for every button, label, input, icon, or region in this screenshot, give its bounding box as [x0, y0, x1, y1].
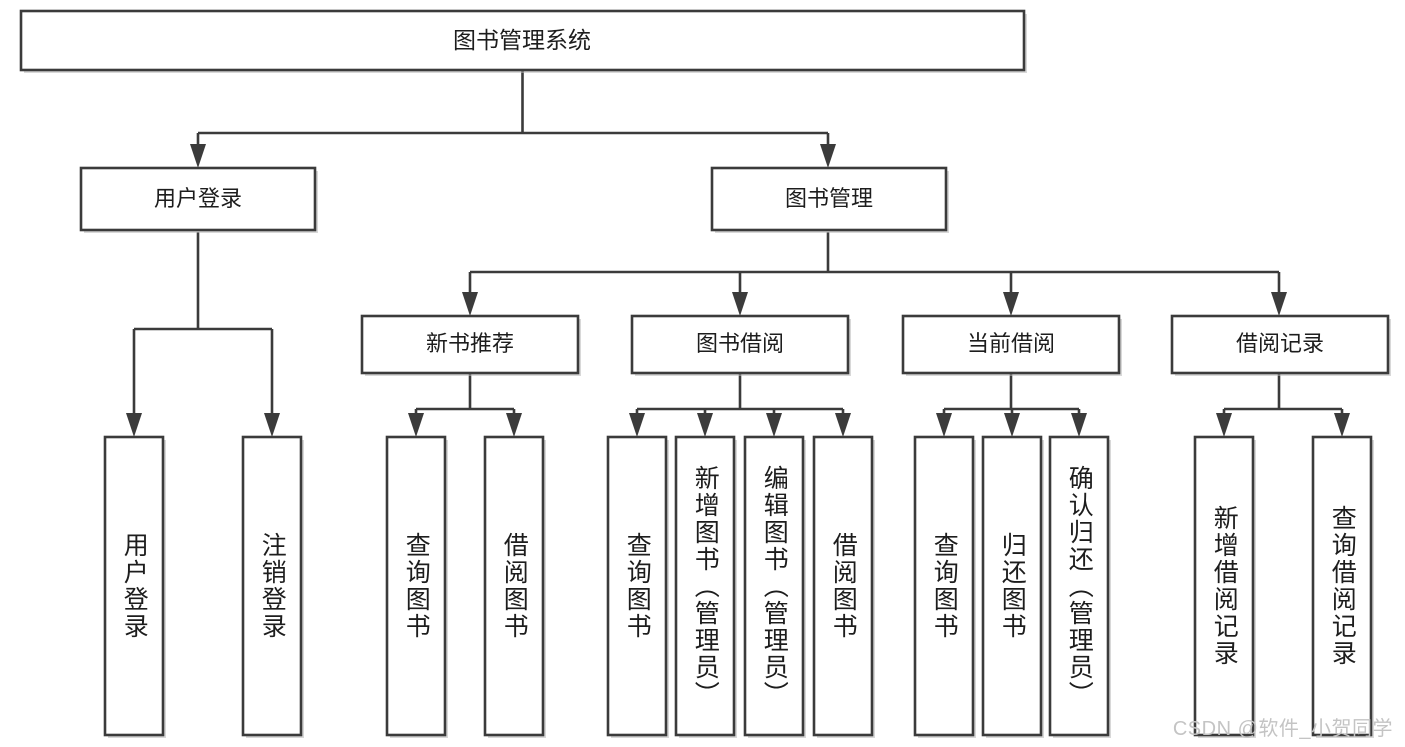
leaf-box-user-login-2[interactable]: [241, 435, 303, 737]
arrow-user-login-leaf-2: [264, 413, 280, 437]
connectors-book-mgmt-to-level3: [462, 232, 1287, 316]
leaf-box-book-borrow-3[interactable]: [743, 435, 805, 737]
leaf-box-current-borrow-1[interactable]: [913, 435, 975, 737]
node-new-book-recommend-label: 新书推荐: [426, 331, 514, 356]
arrow-book-borrow-leaf-4: [835, 413, 851, 437]
arrow-user-login-leaf-1: [126, 413, 142, 437]
node-book-management[interactable]: 图书管理: [710, 166, 949, 233]
node-user-login[interactable]: 用户登录: [79, 166, 318, 233]
leaf-boxes: [103, 435, 1374, 738]
leaf-box-borrow-record-1[interactable]: [1193, 435, 1255, 737]
arrow-current-borrow-leaf-1: [936, 413, 952, 437]
arrow-to-new-book-recommend: [462, 292, 478, 316]
connectors-root-to-level2: [190, 70, 836, 168]
node-user-login-label: 用户登录: [154, 186, 242, 211]
arrow-current-borrow-leaf-3: [1071, 413, 1087, 437]
arrow-book-borrow-leaf-3: [766, 413, 782, 437]
arrow-to-book-borrow: [732, 292, 748, 316]
leaf-box-book-borrow-4[interactable]: [812, 435, 874, 737]
leaf-box-book-borrow-1[interactable]: [606, 435, 668, 737]
arrow-book-borrow-leaf-1: [629, 413, 645, 437]
arrow-current-borrow-leaf-2: [1004, 413, 1020, 437]
connectors-new-book-to-leaves: [408, 374, 522, 437]
connectors-borrow-record-to-leaves: [1216, 374, 1350, 437]
leaf-box-current-borrow-2[interactable]: [981, 435, 1043, 737]
leaf-box-new-book-2[interactable]: [483, 435, 545, 737]
arrow-borrow-record-leaf-1: [1216, 413, 1232, 437]
leaf-box-new-book-1[interactable]: [385, 435, 447, 737]
node-root-system[interactable]: 图书管理系统: [19, 9, 1027, 73]
node-new-book-recommend[interactable]: 新书推荐: [360, 314, 581, 376]
connectors-book-borrow-to-leaves: [629, 374, 851, 437]
node-borrow-record-label: 借阅记录: [1236, 331, 1324, 356]
leaf-box-book-borrow-2[interactable]: [674, 435, 736, 737]
node-book-borrow[interactable]: 图书借阅: [630, 314, 851, 376]
arrow-new-book-leaf-2: [506, 413, 522, 437]
connectors-current-borrow-to-leaves: [936, 374, 1087, 437]
connectors-user-login-to-leaves: [126, 232, 280, 437]
leaf-box-current-borrow-3[interactable]: [1048, 435, 1110, 737]
node-current-borrow[interactable]: 当前借阅: [901, 314, 1122, 376]
arrow-to-current-borrow: [1003, 292, 1019, 316]
arrow-to-borrow-record: [1271, 292, 1287, 316]
csdn-watermark: CSDN @软件_小贺同学: [1172, 718, 1393, 740]
node-borrow-record[interactable]: 借阅记录: [1170, 314, 1391, 376]
leaf-box-user-login-1[interactable]: [103, 435, 165, 737]
arrow-to-user-login: [190, 144, 206, 168]
arrow-to-book-mgmt: [820, 144, 836, 168]
arrow-book-borrow-leaf-2: [697, 413, 713, 437]
node-current-borrow-label: 当前借阅: [967, 331, 1055, 356]
node-book-management-label: 图书管理: [785, 186, 873, 211]
arrow-new-book-leaf-1: [408, 413, 424, 437]
arrow-borrow-record-leaf-2: [1334, 413, 1350, 437]
node-book-borrow-label: 图书借阅: [696, 331, 784, 356]
node-root-system-label: 图书管理系统: [453, 27, 591, 53]
leaf-box-borrow-record-2[interactable]: [1311, 435, 1373, 737]
